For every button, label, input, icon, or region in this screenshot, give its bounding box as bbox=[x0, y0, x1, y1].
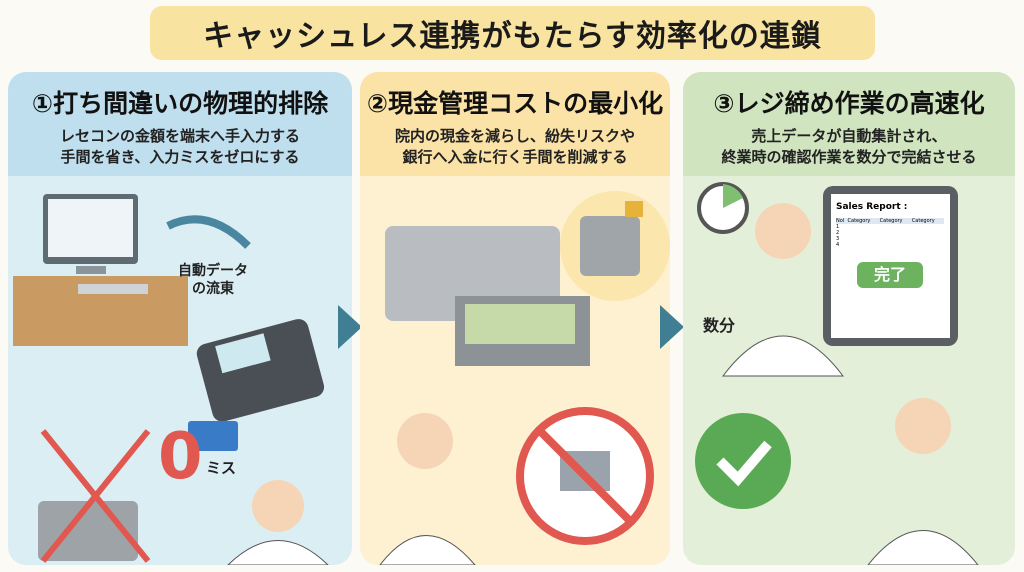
row-number: 2 bbox=[836, 230, 840, 236]
panel-heading: ②現金管理コストの最小化 bbox=[366, 89, 664, 118]
flow-label: 自動データの流東 bbox=[178, 262, 248, 298]
arrow-right-icon bbox=[660, 305, 684, 349]
subtext-line: 銀行へ入金に行く手間を削減する bbox=[402, 148, 628, 166]
safe-icon bbox=[580, 216, 640, 276]
illustration-register bbox=[379, 191, 670, 565]
doctor-icon bbox=[755, 203, 811, 259]
table-row: 2 bbox=[836, 230, 944, 236]
data-flow-arrow-icon bbox=[166, 215, 251, 249]
done-button[interactable]: 完了 bbox=[857, 262, 923, 288]
table-row: 4 bbox=[836, 242, 944, 248]
flow-label-line: の流東 bbox=[192, 281, 234, 297]
panel-header: ①打ち間違いの物理的排除 レセコンの金額を端末へ手入力する手間を省き、入力ミスを… bbox=[8, 72, 352, 176]
arrow-right-icon bbox=[338, 305, 362, 349]
minutes-label: 数分 bbox=[703, 316, 736, 335]
doctor-icon bbox=[397, 413, 453, 469]
panel-closing-speed: ③レジ締め作業の高速化 売上データが自動集計され、終業時の確認作業を数分で完結さ… bbox=[683, 72, 1015, 565]
doctor-icon bbox=[895, 398, 951, 454]
panel-heading: ③レジ締め作業の高速化 bbox=[713, 89, 985, 118]
subtext-line: レセコンの金額を端末へ手入力する bbox=[59, 127, 300, 145]
lock-icon bbox=[625, 201, 643, 217]
panel-subtext: 院内の現金を減らし、紛失リスクや銀行へ入金に行く手間を削減する bbox=[360, 126, 670, 168]
panel-cash-management: ②現金管理コストの最小化 院内の現金を減らし、紛失リスクや銀行へ入金に行く手間を… bbox=[360, 72, 670, 565]
panel-header: ③レジ締め作業の高速化 売上データが自動集計され、終業時の確認作業を数分で完結さ… bbox=[683, 72, 1015, 176]
panel-input-errors: ①打ち間違いの物理的排除 レセコンの金額を端末へ手入力する手間を省き、入力ミスを… bbox=[8, 72, 352, 565]
checkmark-icon bbox=[695, 413, 791, 509]
subtext-line: 売上データが自動集計され、 bbox=[751, 127, 947, 145]
subtext-line: 手間を省き、入力ミスをゼロにする bbox=[60, 148, 300, 166]
panel-subtext: 売上データが自動集計され、終業時の確認作業を数分で完結させる bbox=[683, 126, 1015, 168]
zero-count: 0 bbox=[158, 420, 203, 494]
row-number: 4 bbox=[836, 242, 840, 248]
card-icon bbox=[188, 421, 238, 451]
column-header: Category bbox=[879, 218, 903, 224]
card-terminal-icon bbox=[196, 319, 325, 422]
main-title: キャッシュレス連携がもたらす効率化の連鎖 bbox=[150, 6, 875, 60]
row-number: 1 bbox=[836, 224, 840, 230]
table-row: 3 bbox=[836, 236, 944, 242]
miss-label: ミス bbox=[206, 459, 237, 477]
subtext-line: 終業時の確認作業を数分で完結させる bbox=[721, 148, 977, 166]
panel-subtext: レセコンの金額を端末へ手入力する手間を省き、入力ミスをゼロにする bbox=[8, 126, 352, 168]
panel-heading: ①打ち間違いの物理的排除 bbox=[31, 89, 329, 118]
row-number: 3 bbox=[836, 236, 840, 242]
illustration-terminal bbox=[13, 194, 329, 565]
subtext-line: 院内の現金を減らし、紛失リスクや bbox=[394, 127, 635, 145]
keyboard-icon bbox=[78, 284, 148, 294]
flow-label-line: 自動データ bbox=[178, 263, 248, 279]
report-title: Sales Report : bbox=[836, 202, 908, 212]
panel-header: ②現金管理コストの最小化 院内の現金を減らし、紛失リスクや銀行へ入金に行く手間を… bbox=[360, 72, 670, 176]
doctor-icon bbox=[252, 480, 304, 532]
column-header: Nol bbox=[836, 218, 845, 224]
table-row: 1 bbox=[836, 224, 944, 230]
column-header: Category bbox=[911, 218, 935, 224]
column-header: Category bbox=[847, 218, 871, 224]
